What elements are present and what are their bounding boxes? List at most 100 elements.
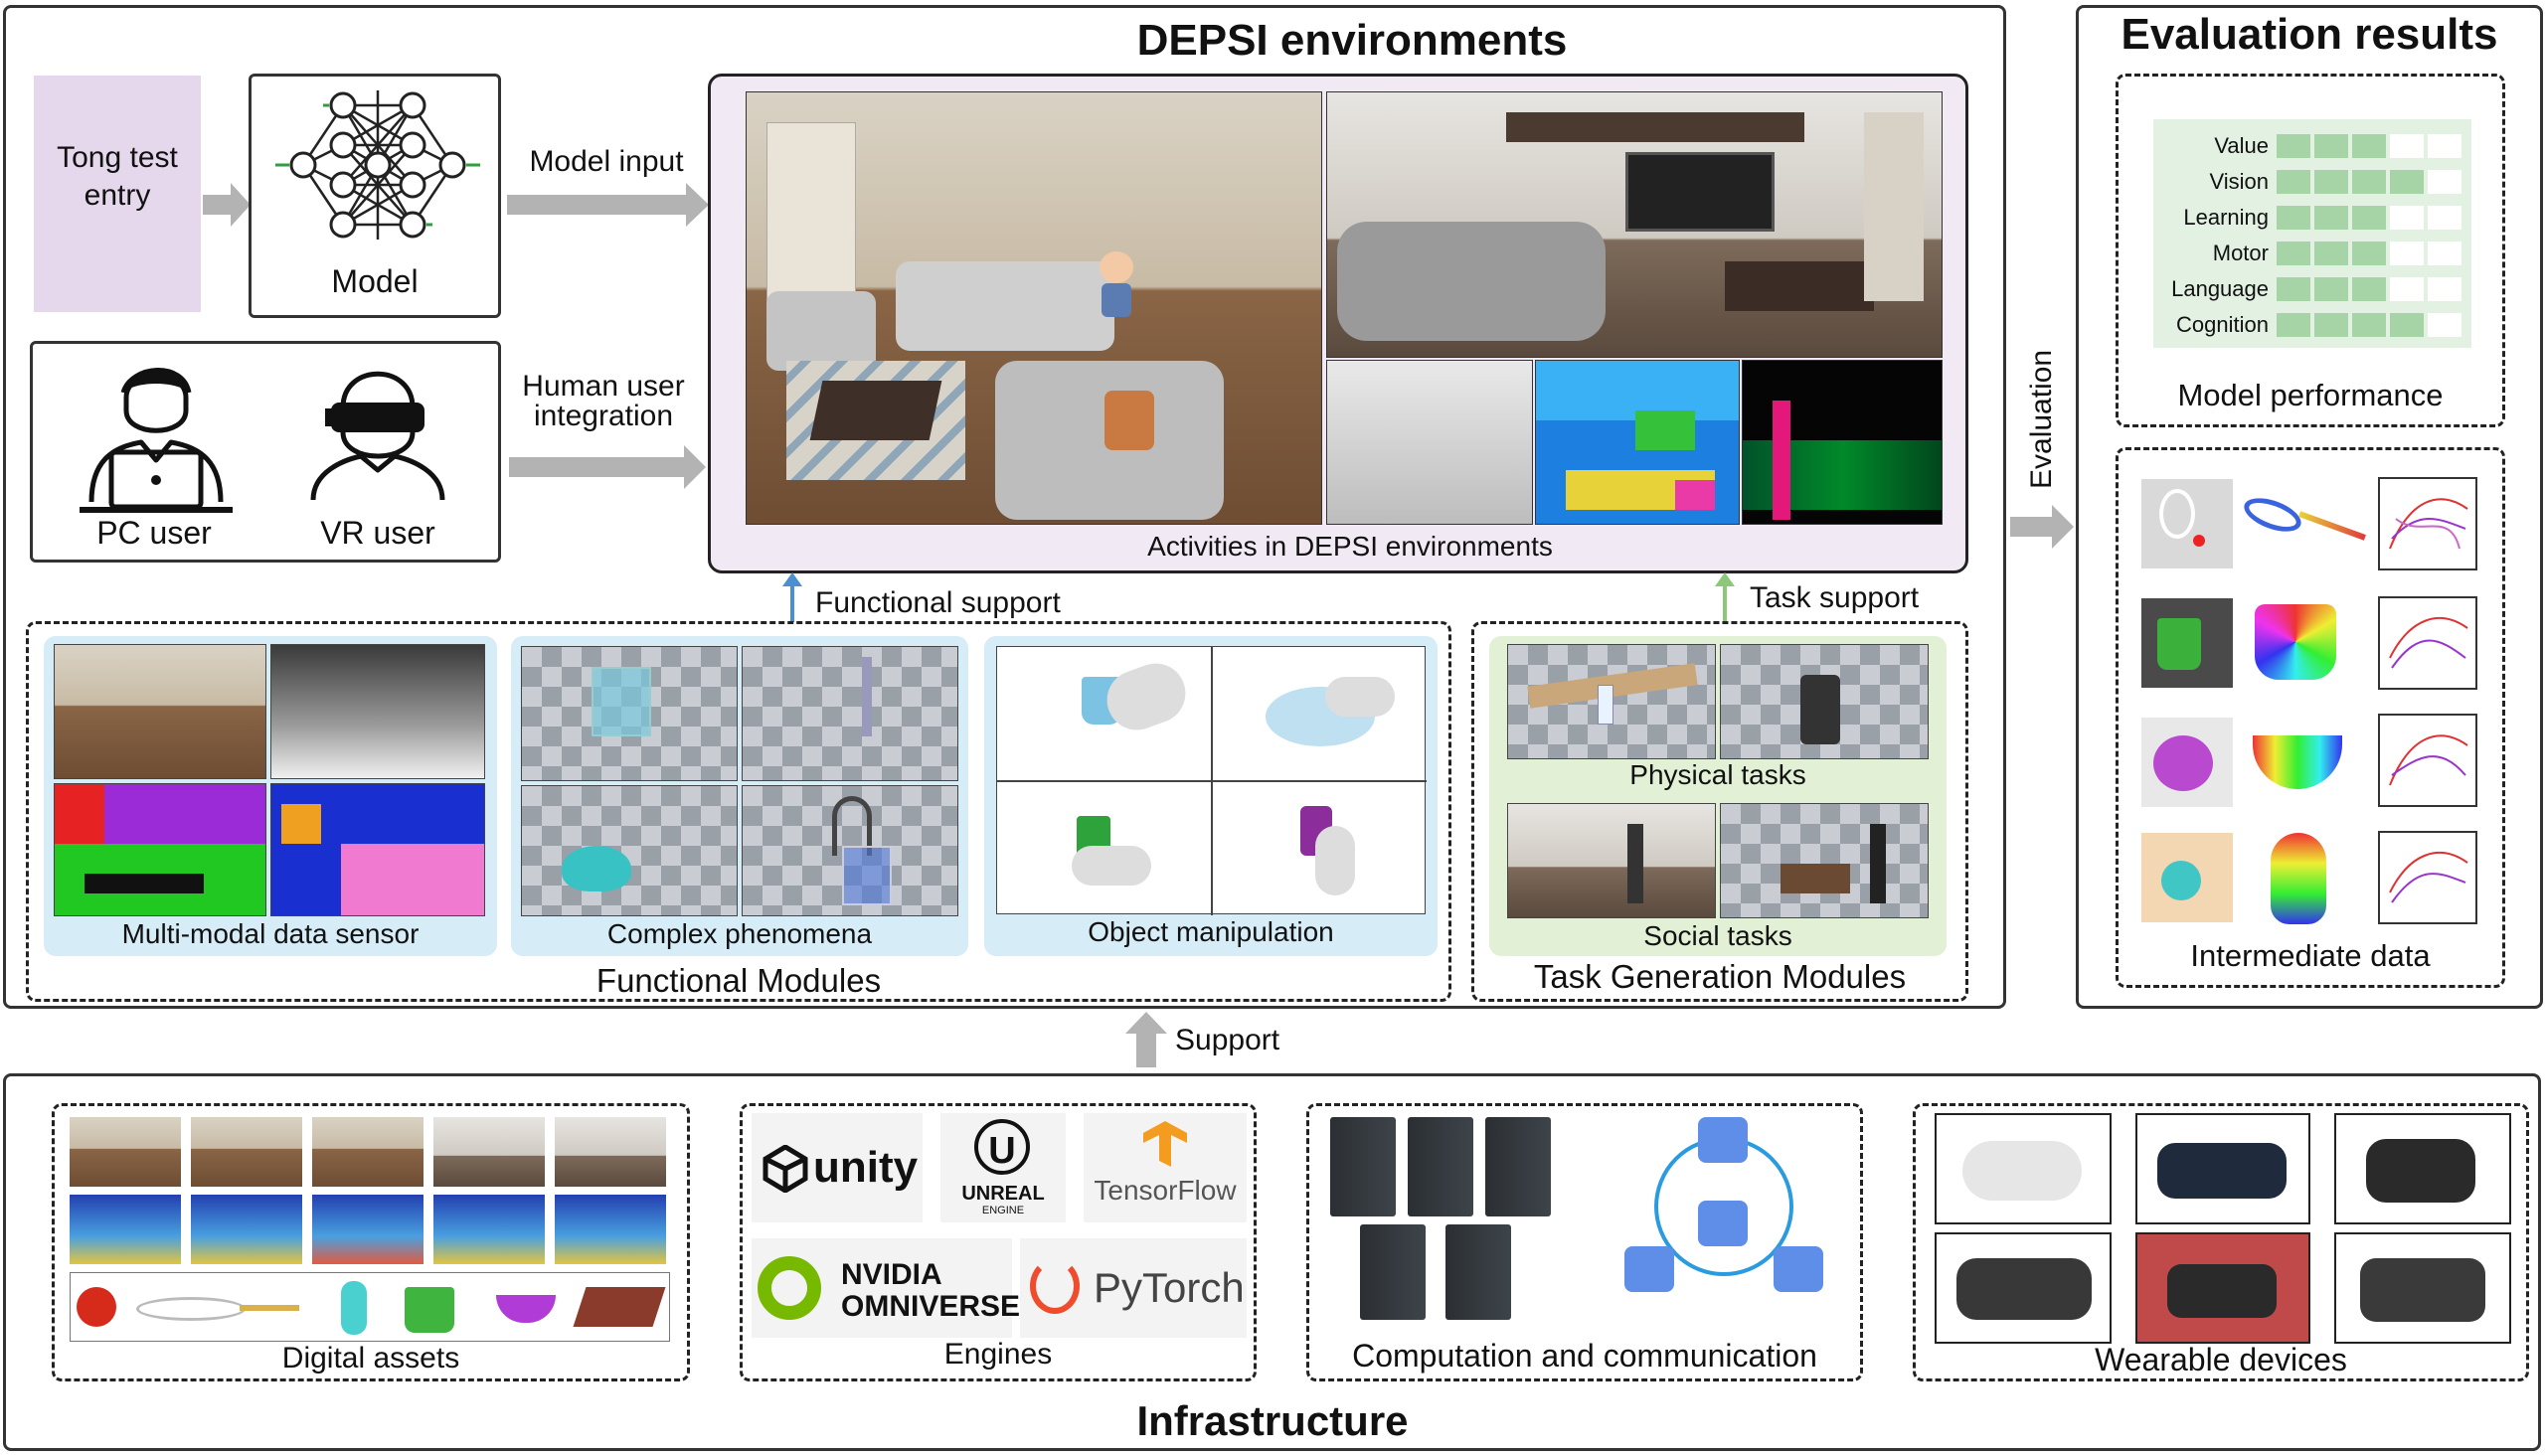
wearable-devices-label: Wearable devices bbox=[2095, 1342, 2347, 1377]
performance-bar-cell bbox=[2390, 313, 2424, 337]
activities-caption: Activities in DEPSI environments bbox=[1147, 531, 1553, 562]
performance-bar-cell bbox=[2314, 242, 2348, 265]
wearable-haptic-glove-1 bbox=[2334, 1113, 2511, 1224]
sensor-depth-view bbox=[1326, 360, 1533, 525]
multimodal-instance bbox=[270, 783, 485, 916]
intermediate-bowl-photo bbox=[2141, 718, 2233, 807]
intermediate-duck-heatmap bbox=[2271, 833, 2326, 924]
cloud-network-icon bbox=[1614, 1117, 1833, 1326]
performance-bar-cell bbox=[2428, 313, 2461, 337]
performance-bar-cell bbox=[2352, 134, 2386, 158]
unity-logo-text: unity bbox=[813, 1143, 919, 1192]
tensorflow-logo: TensorFlow bbox=[1084, 1113, 1247, 1222]
performance-bar-cell bbox=[2314, 170, 2348, 194]
performance-bar-cell bbox=[2428, 170, 2461, 194]
physical-task-1 bbox=[1507, 644, 1716, 759]
performance-bar-cell bbox=[2428, 277, 2461, 301]
physical-task-2 bbox=[1720, 644, 1929, 759]
wearable-headset-interior bbox=[2135, 1232, 2310, 1344]
social-tasks-label: Social tasks bbox=[1643, 920, 1792, 951]
human-user-integration-label: Human user integration bbox=[522, 370, 685, 432]
digital-assets-label: Digital assets bbox=[281, 1342, 460, 1375]
functional-modules-title: Functional Modules bbox=[595, 962, 882, 999]
arrow-entry-to-model bbox=[203, 183, 251, 227]
depsi-environments-box bbox=[3, 5, 2006, 1009]
vr-user-label: VR user bbox=[320, 515, 435, 551]
tong-test-entry-label: Tong test entry bbox=[57, 141, 178, 212]
model-performance-caption: Model performance bbox=[2177, 378, 2444, 412]
performance-bar-cell bbox=[2390, 242, 2424, 265]
multimodal-label: Multi-modal data sensor bbox=[121, 918, 420, 949]
performance-bar-cell bbox=[2428, 242, 2461, 265]
model-performance-box bbox=[2116, 74, 2505, 427]
performance-bar-cell bbox=[2390, 206, 2424, 230]
wearable-ar-headset bbox=[1935, 1232, 2112, 1344]
pytorch-text: PyTorch bbox=[1094, 1264, 1245, 1311]
unity-logo: unity bbox=[752, 1113, 923, 1222]
digital-assets-rooms-row bbox=[70, 1117, 666, 1187]
functional-modules-box bbox=[26, 621, 1451, 1002]
support-label: Support bbox=[1175, 1024, 1280, 1056]
intermediate-data-caption: Intermediate data bbox=[2190, 938, 2431, 973]
performance-bar-cell bbox=[2277, 134, 2310, 158]
performance-bar-cell bbox=[2277, 313, 2310, 337]
performance-bar-cell bbox=[2428, 134, 2461, 158]
server-rack-icons bbox=[1330, 1117, 1589, 1326]
infrastructure-box bbox=[3, 1073, 2541, 1451]
intermediate-bowl-trajectory bbox=[2378, 714, 2477, 807]
performance-bar-cell bbox=[2314, 206, 2348, 230]
model-label: Model bbox=[331, 263, 419, 299]
pc-user-icon bbox=[80, 368, 233, 513]
performance-bar-cell bbox=[2390, 277, 2424, 301]
performance-bar-cell bbox=[2314, 134, 2348, 158]
tong-test-entry-box bbox=[34, 76, 201, 312]
evaluation-results-box bbox=[2076, 5, 2543, 1009]
arrow-human-integration bbox=[509, 445, 706, 489]
neural-network-icon bbox=[275, 90, 480, 240]
performance-bar-cell bbox=[2314, 313, 2348, 337]
tensorflow-text: TensorFlow bbox=[1094, 1175, 1237, 1206]
sensor-optical-flow-view bbox=[1742, 360, 1943, 525]
intermediate-mug-photo bbox=[2141, 598, 2233, 688]
engines-label: Engines bbox=[943, 1338, 1053, 1371]
performance-row-label: Value bbox=[2214, 133, 2269, 158]
performance-bar-cell bbox=[2352, 313, 2386, 337]
performance-bar-cell bbox=[2277, 242, 2310, 265]
manipulation-grid bbox=[996, 646, 1427, 915]
functional-support-label: Functional support bbox=[815, 586, 1061, 619]
scene-living-room-2 bbox=[1326, 91, 1943, 358]
wearable-haptic-glove-2 bbox=[2334, 1232, 2511, 1344]
multimodal-rgb bbox=[54, 644, 266, 779]
performance-bar-cell bbox=[2314, 277, 2348, 301]
intermediate-duck-photo bbox=[2141, 833, 2233, 922]
functional-support-arrow bbox=[782, 572, 802, 622]
users-box bbox=[30, 341, 501, 563]
computation-label: Computation and communication bbox=[1352, 1338, 1817, 1374]
task-support-label: Task support bbox=[1750, 581, 1920, 614]
evaluation-results-title: Evaluation results bbox=[2121, 10, 2498, 59]
evaluation-arrow-label: Evaluation bbox=[2025, 349, 2058, 489]
multimodal-depth bbox=[270, 644, 485, 779]
pc-user-label: PC user bbox=[96, 515, 212, 551]
digital-assets-depth-row bbox=[70, 1195, 666, 1264]
phenomena-3 bbox=[521, 785, 738, 916]
performance-bar-cell bbox=[2277, 277, 2310, 301]
computation-box bbox=[1306, 1103, 1863, 1381]
task-support-arrow bbox=[1715, 572, 1735, 622]
complex-phenomena-label: Complex phenomena bbox=[606, 918, 873, 949]
sensor-segmentation-view bbox=[1535, 360, 1740, 525]
nvidia-text: NVIDIA bbox=[841, 1258, 942, 1291]
performance-bar-cell bbox=[2277, 170, 2310, 194]
physical-tasks-label: Physical tasks bbox=[1629, 759, 1806, 790]
arrow-model-input bbox=[507, 183, 709, 227]
wearable-vr-headset-2 bbox=[2135, 1113, 2310, 1224]
performance-row-label: Learning bbox=[2183, 205, 2269, 230]
engines-box bbox=[740, 1103, 1257, 1381]
phenomena-1 bbox=[521, 646, 738, 781]
arrow-evaluation bbox=[2010, 505, 2074, 549]
intermediate-mug-heatmap bbox=[2255, 604, 2336, 680]
intermediate-racket-heatmap bbox=[2240, 491, 2372, 553]
performance-row-label: Motor bbox=[2212, 241, 2269, 265]
social-task-2 bbox=[1720, 803, 1929, 918]
